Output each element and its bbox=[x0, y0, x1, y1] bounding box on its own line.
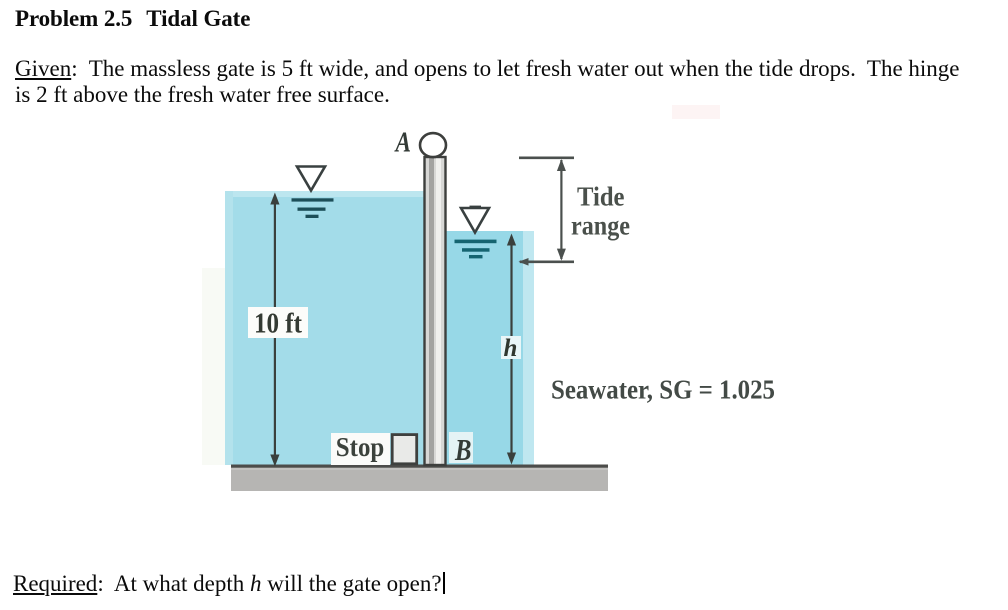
svg-text:h: h bbox=[504, 335, 518, 362]
svg-text:10 ft: 10 ft bbox=[254, 309, 303, 340]
svg-text:range: range bbox=[571, 210, 630, 240]
svg-text:Stop: Stop bbox=[336, 432, 385, 462]
svg-text:Seawater, SG = 1.025: Seawater, SG = 1.025 bbox=[551, 375, 775, 405]
svg-text:A: A bbox=[394, 128, 411, 159]
svg-text:Tide: Tide bbox=[577, 182, 625, 212]
svg-text:B: B bbox=[454, 432, 471, 467]
